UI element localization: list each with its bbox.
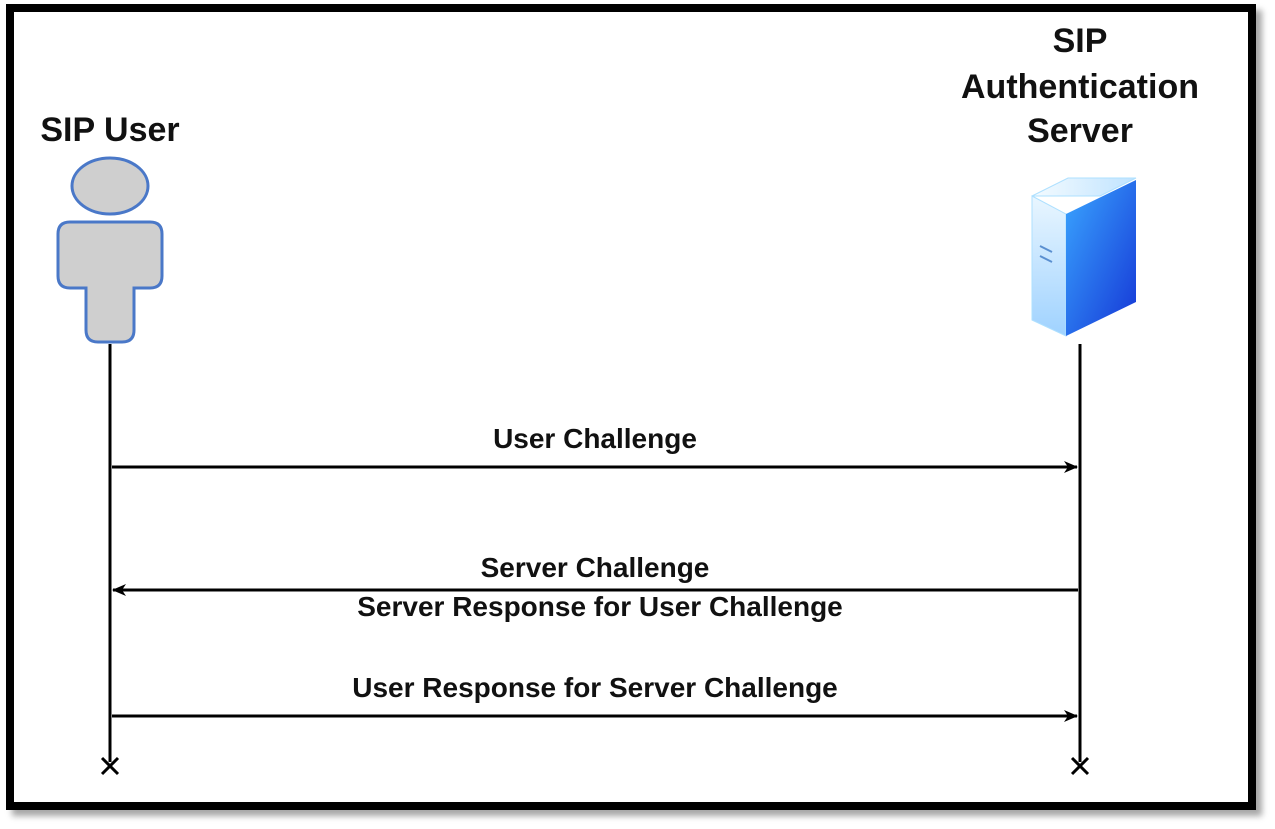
server-icon [1031, 177, 1137, 337]
user-actor-icon [56, 156, 164, 344]
server-title-line-1: SIP [1053, 22, 1108, 60]
message-1-label: User Challenge [493, 423, 697, 454]
message-3-label: User Response for Server Challenge [352, 672, 838, 703]
diagram-frame [6, 4, 1256, 810]
message-2-sublabel: Server Response for User Challenge [357, 591, 843, 622]
message-2-label: Server Challenge [481, 552, 710, 583]
server-lifeline-end-marker [1070, 756, 1090, 776]
server-title-line-2: Authentication [961, 68, 1199, 106]
user-title: SIP User [40, 111, 179, 149]
server-title-line-3: Server [1027, 112, 1133, 150]
user-lifeline-end-marker [100, 756, 120, 776]
